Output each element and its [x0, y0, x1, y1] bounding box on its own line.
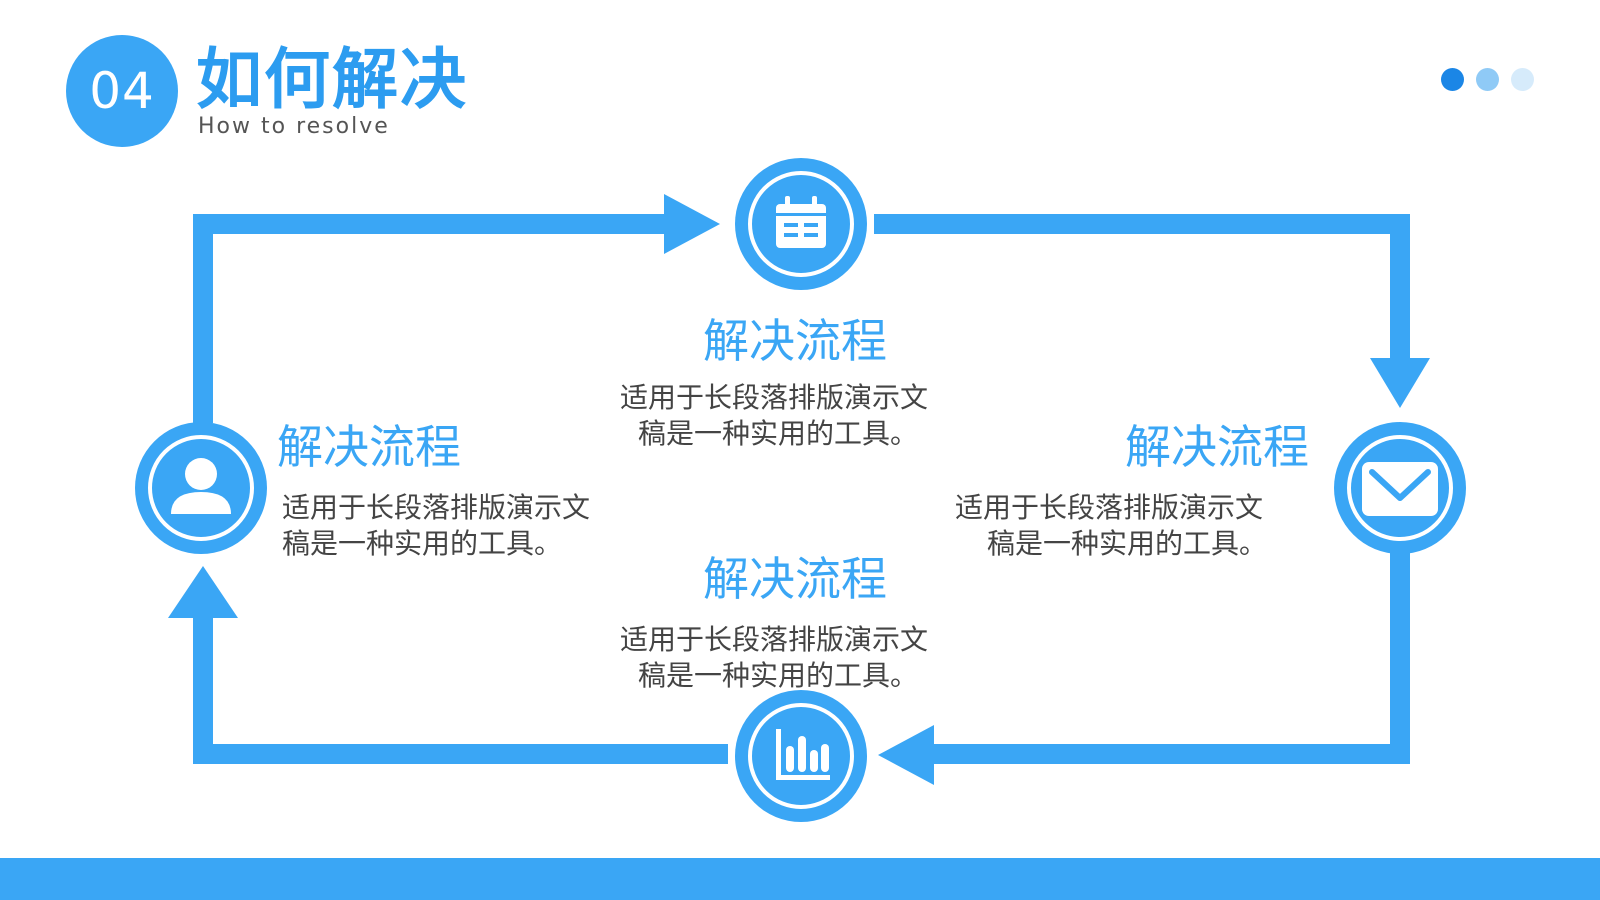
calendar-icon: [776, 196, 826, 248]
node-bottom-desc-line2: 稿是一种实用的工具。: [638, 659, 919, 692]
node-bottom-title: 解决流程: [703, 552, 887, 606]
node-top-title: 解决流程: [703, 314, 887, 368]
connector-segment: [1390, 552, 1410, 764]
node-left-desc-line2: 稿是一种实用的工具。: [282, 527, 563, 560]
footer-bar: [0, 858, 1600, 900]
node-bottom: [735, 690, 867, 822]
cycle-connectors: [168, 194, 1430, 785]
connector-segment: [874, 214, 1410, 234]
node-top: [735, 158, 867, 290]
section-number: 04: [89, 62, 155, 120]
bar-chart-icon: [776, 729, 830, 780]
node-bottom-desc-line1: 适用于长段落排版演示文: [620, 623, 929, 656]
section-number-badge: 04: [66, 35, 178, 147]
pager-dot: [1476, 68, 1499, 91]
node-left-title: 解决流程: [277, 420, 461, 474]
mail-icon: [1362, 462, 1438, 516]
connector-segment: [193, 744, 728, 764]
node-top-desc-line2: 稿是一种实用的工具。: [638, 417, 919, 450]
node-left: [135, 422, 267, 554]
page-subtitle: How to resolve: [198, 114, 390, 139]
arrow-left-icon: [878, 725, 934, 785]
connector-segment: [193, 214, 213, 423]
node-right-desc-line2: 稿是一种实用的工具。: [987, 527, 1268, 560]
page-title: 如何解决: [196, 41, 468, 118]
connector-segment: [193, 612, 213, 764]
node-right-desc-line1: 适用于长段落排版演示文: [955, 491, 1264, 524]
arrow-up-icon: [168, 566, 238, 618]
connector-segment: [1390, 214, 1410, 364]
pager-dots: [1441, 68, 1534, 91]
pager-dot: [1511, 68, 1534, 91]
pager-dot-active: [1441, 68, 1464, 91]
connector-segment: [193, 214, 668, 234]
node-left-desc-line1: 适用于长段落排版演示文: [282, 491, 591, 524]
node-right-title: 解决流程: [1125, 420, 1309, 474]
node-right: [1334, 422, 1466, 554]
arrow-right-icon: [664, 194, 720, 254]
user-icon: [171, 458, 231, 514]
node-top-desc-line1: 适用于长段落排版演示文: [620, 381, 929, 414]
connector-segment: [928, 744, 1410, 764]
arrow-down-icon: [1370, 358, 1430, 408]
